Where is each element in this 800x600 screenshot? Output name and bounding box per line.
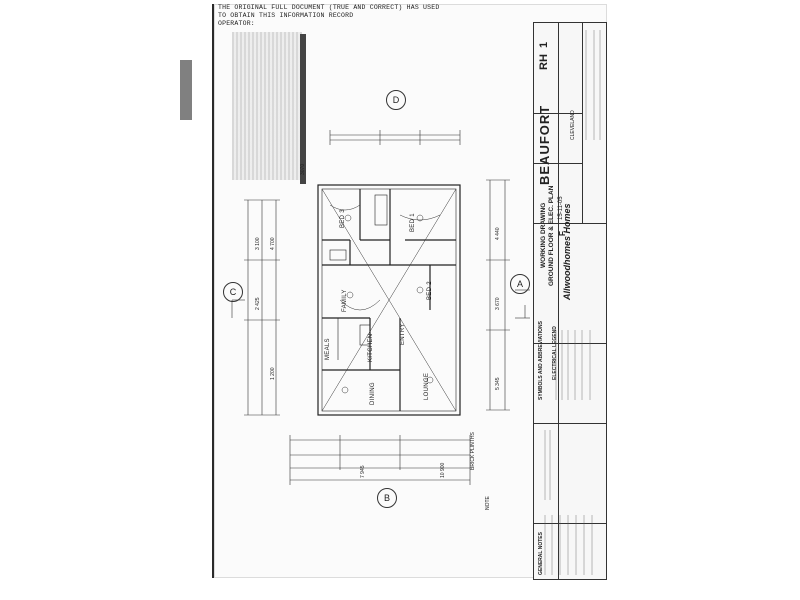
header-line-1: THE ORIGINAL FULL DOCUMENT (TRUE AND COR… bbox=[218, 4, 440, 11]
scan-artifact bbox=[180, 60, 192, 120]
section-marker-a: A bbox=[510, 274, 530, 294]
outer-wall bbox=[317, 184, 461, 416]
section-marker-b: B bbox=[377, 488, 397, 508]
section-marker-c: C bbox=[223, 282, 243, 302]
section-marker-d: D bbox=[386, 90, 406, 110]
title-block bbox=[533, 22, 607, 580]
registration-stamp bbox=[232, 32, 302, 180]
inner-wall-line bbox=[321, 188, 457, 412]
stamp-border bbox=[300, 34, 306, 184]
header-line-3: OPERATOR: bbox=[218, 20, 255, 27]
header-line-2: TO OBTAIN THIS INFORMATION RECORD bbox=[218, 12, 354, 19]
header-stamp-text: THE ORIGINAL FULL DOCUMENT (TRUE AND COR… bbox=[218, 4, 440, 28]
